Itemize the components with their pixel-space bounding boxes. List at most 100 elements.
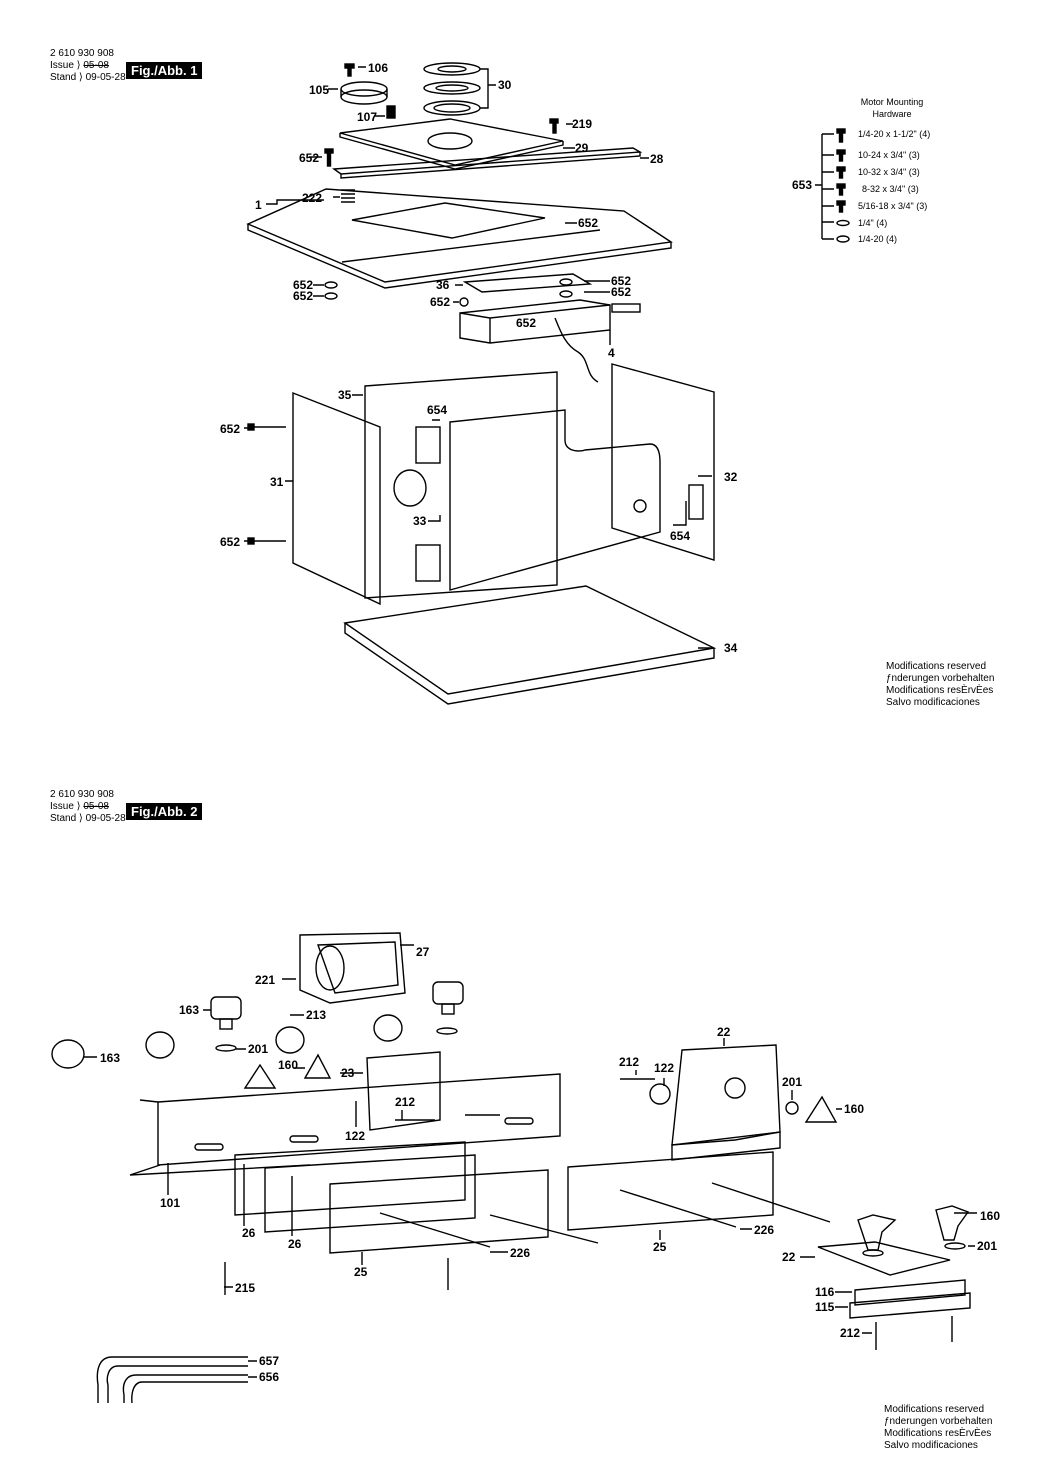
stand-label: Stand	[50, 813, 77, 824]
callout-label: 213	[306, 1008, 326, 1022]
callout-label: 226	[754, 1223, 774, 1237]
modifications-note-1: Modifications reserved ƒnderungen vorbeh…	[886, 661, 994, 709]
callout-label: 30	[498, 78, 512, 92]
callout-label: 201	[248, 1042, 268, 1056]
callout-label: 26	[242, 1226, 256, 1240]
callout-label: 22	[782, 1250, 796, 1264]
callout-label: 160	[278, 1058, 298, 1072]
callout-label: 105	[309, 83, 329, 97]
hardware-item: 1/4" (4)	[858, 218, 887, 228]
callout-label: 31	[270, 475, 284, 489]
callout-label: 652	[611, 274, 631, 288]
hardware-title-1: Motor Mounting	[861, 97, 924, 107]
callout-label: 34	[724, 641, 738, 655]
callout-label: 219	[572, 117, 592, 131]
callout-label: 163	[179, 1003, 199, 1017]
callout-label: 107	[357, 110, 377, 124]
callout-label: 652	[611, 285, 631, 299]
issue-row: Issue ⟩ 05-08	[50, 801, 109, 812]
callout-label: 122	[654, 1061, 674, 1075]
stand-row: Stand ⟩ 09-05-28	[50, 72, 126, 83]
hardware-title-2: Hardware	[872, 109, 911, 119]
issue-value: 05-08	[83, 60, 109, 71]
callout-label: 215	[235, 1281, 255, 1295]
callout-label: 122	[345, 1129, 365, 1143]
fig2-callouts: 27 221 213 163 201 163 160 23 22 212 122…	[100, 945, 1000, 1384]
mod-line: Modifications reserved	[886, 661, 987, 672]
hardware-item: 10-24 x 3/4" (3)	[858, 150, 920, 160]
callout-label: 35	[338, 388, 352, 402]
callout-label: 163	[100, 1051, 120, 1065]
fig1-callouts: 106 30 105 107 219 29 652 28 222 1 652 6…	[220, 61, 738, 655]
hardware-group-label: 653	[792, 178, 812, 192]
callout-label: 101	[160, 1196, 180, 1210]
screw-icon	[836, 128, 846, 213]
callout-label: 115	[815, 1300, 835, 1314]
part-number: 2 610 930 908	[50, 48, 114, 59]
hardware-item: 8-32 x 3/4" (3)	[862, 184, 919, 194]
callout-label: 22	[717, 1025, 731, 1039]
issue-label: Issue	[50, 801, 74, 812]
callout-label: 1	[255, 198, 262, 212]
mod-line: Modifications resÈrvÈes	[884, 1428, 992, 1439]
callout-label: 654	[427, 403, 447, 417]
callout-label: 212	[840, 1326, 860, 1340]
figure-tag-1: Fig./Abb. 1	[126, 62, 203, 79]
callout-label: 652	[220, 422, 240, 436]
callout-label: 652	[430, 295, 450, 309]
stand-value: 09-05-28	[85, 72, 126, 83]
stand-label: Stand	[50, 72, 77, 83]
nut-icon	[836, 235, 850, 243]
callout-label: 226	[510, 1246, 530, 1260]
washer-icon	[836, 219, 850, 227]
callout-label: 25	[354, 1265, 368, 1279]
header-fig2: 2 610 930 908 Issue ⟩ 05-08 Stand ⟩ 09-0…	[50, 789, 126, 825]
callout-label: 652	[220, 535, 240, 549]
hardware-item: 1/4-20 x 1-1/2" (4)	[858, 129, 930, 139]
callout-label: 652	[516, 316, 536, 330]
issue-row: Issue ⟩ 05-08	[50, 60, 109, 71]
callout-label: 4	[608, 346, 615, 360]
callout-label: 654	[670, 529, 690, 543]
stand-row: Stand ⟩ 09-05-28	[50, 813, 126, 824]
callout-label: 36	[436, 278, 450, 292]
mod-line: ƒnderungen vorbehalten	[886, 673, 995, 684]
callout-label: 23	[341, 1066, 355, 1080]
knob-icon	[51, 981, 746, 1105]
callout-label: 160	[980, 1209, 1000, 1223]
stand-value: 09-05-28	[85, 813, 126, 824]
callout-label: 26	[288, 1237, 302, 1251]
issue-label: Issue	[50, 60, 74, 71]
modifications-note-2: Modifications reserved ƒnderungen vorbeh…	[884, 1404, 992, 1452]
callout-label: 32	[724, 470, 738, 484]
callout-label: 652	[299, 151, 319, 165]
figure-tag-2: Fig./Abb. 2	[126, 803, 203, 820]
callout-label: 33	[413, 514, 427, 528]
hardware-item: 1/4-20 (4)	[858, 234, 897, 244]
callout-label: 201	[782, 1075, 802, 1089]
callout-label: 25	[653, 1240, 667, 1254]
callout-label: 656	[259, 1370, 279, 1384]
callout-label: 106	[368, 61, 388, 75]
callout-label: 28	[650, 152, 664, 166]
callout-label: 212	[619, 1055, 639, 1069]
fig2-artwork	[51, 932, 977, 1404]
callout-label: 657	[259, 1354, 279, 1368]
header-fig1: 2 610 930 908 Issue ⟩ 05-08 Stand ⟩ 09-0…	[50, 48, 126, 84]
callout-label: 221	[255, 973, 275, 987]
callout-label: 201	[977, 1239, 997, 1253]
issue-value: 05-08	[83, 801, 109, 812]
callout-label: 116	[815, 1285, 835, 1299]
hardware-item: 5/16-18 x 3/4" (3)	[858, 201, 927, 211]
mod-line: Modifications reserved	[884, 1404, 985, 1415]
callout-label: 29	[575, 141, 589, 155]
callout-label: 222	[302, 191, 322, 205]
callout-label: 27	[416, 945, 430, 959]
callout-label: 212	[395, 1095, 415, 1109]
callout-label: 652	[578, 216, 598, 230]
mod-line: Salvo modificaciones	[884, 1440, 978, 1451]
fig1-artwork	[244, 62, 717, 705]
mod-line: Salvo modificaciones	[886, 697, 980, 708]
part-number: 2 610 930 908	[50, 789, 114, 800]
